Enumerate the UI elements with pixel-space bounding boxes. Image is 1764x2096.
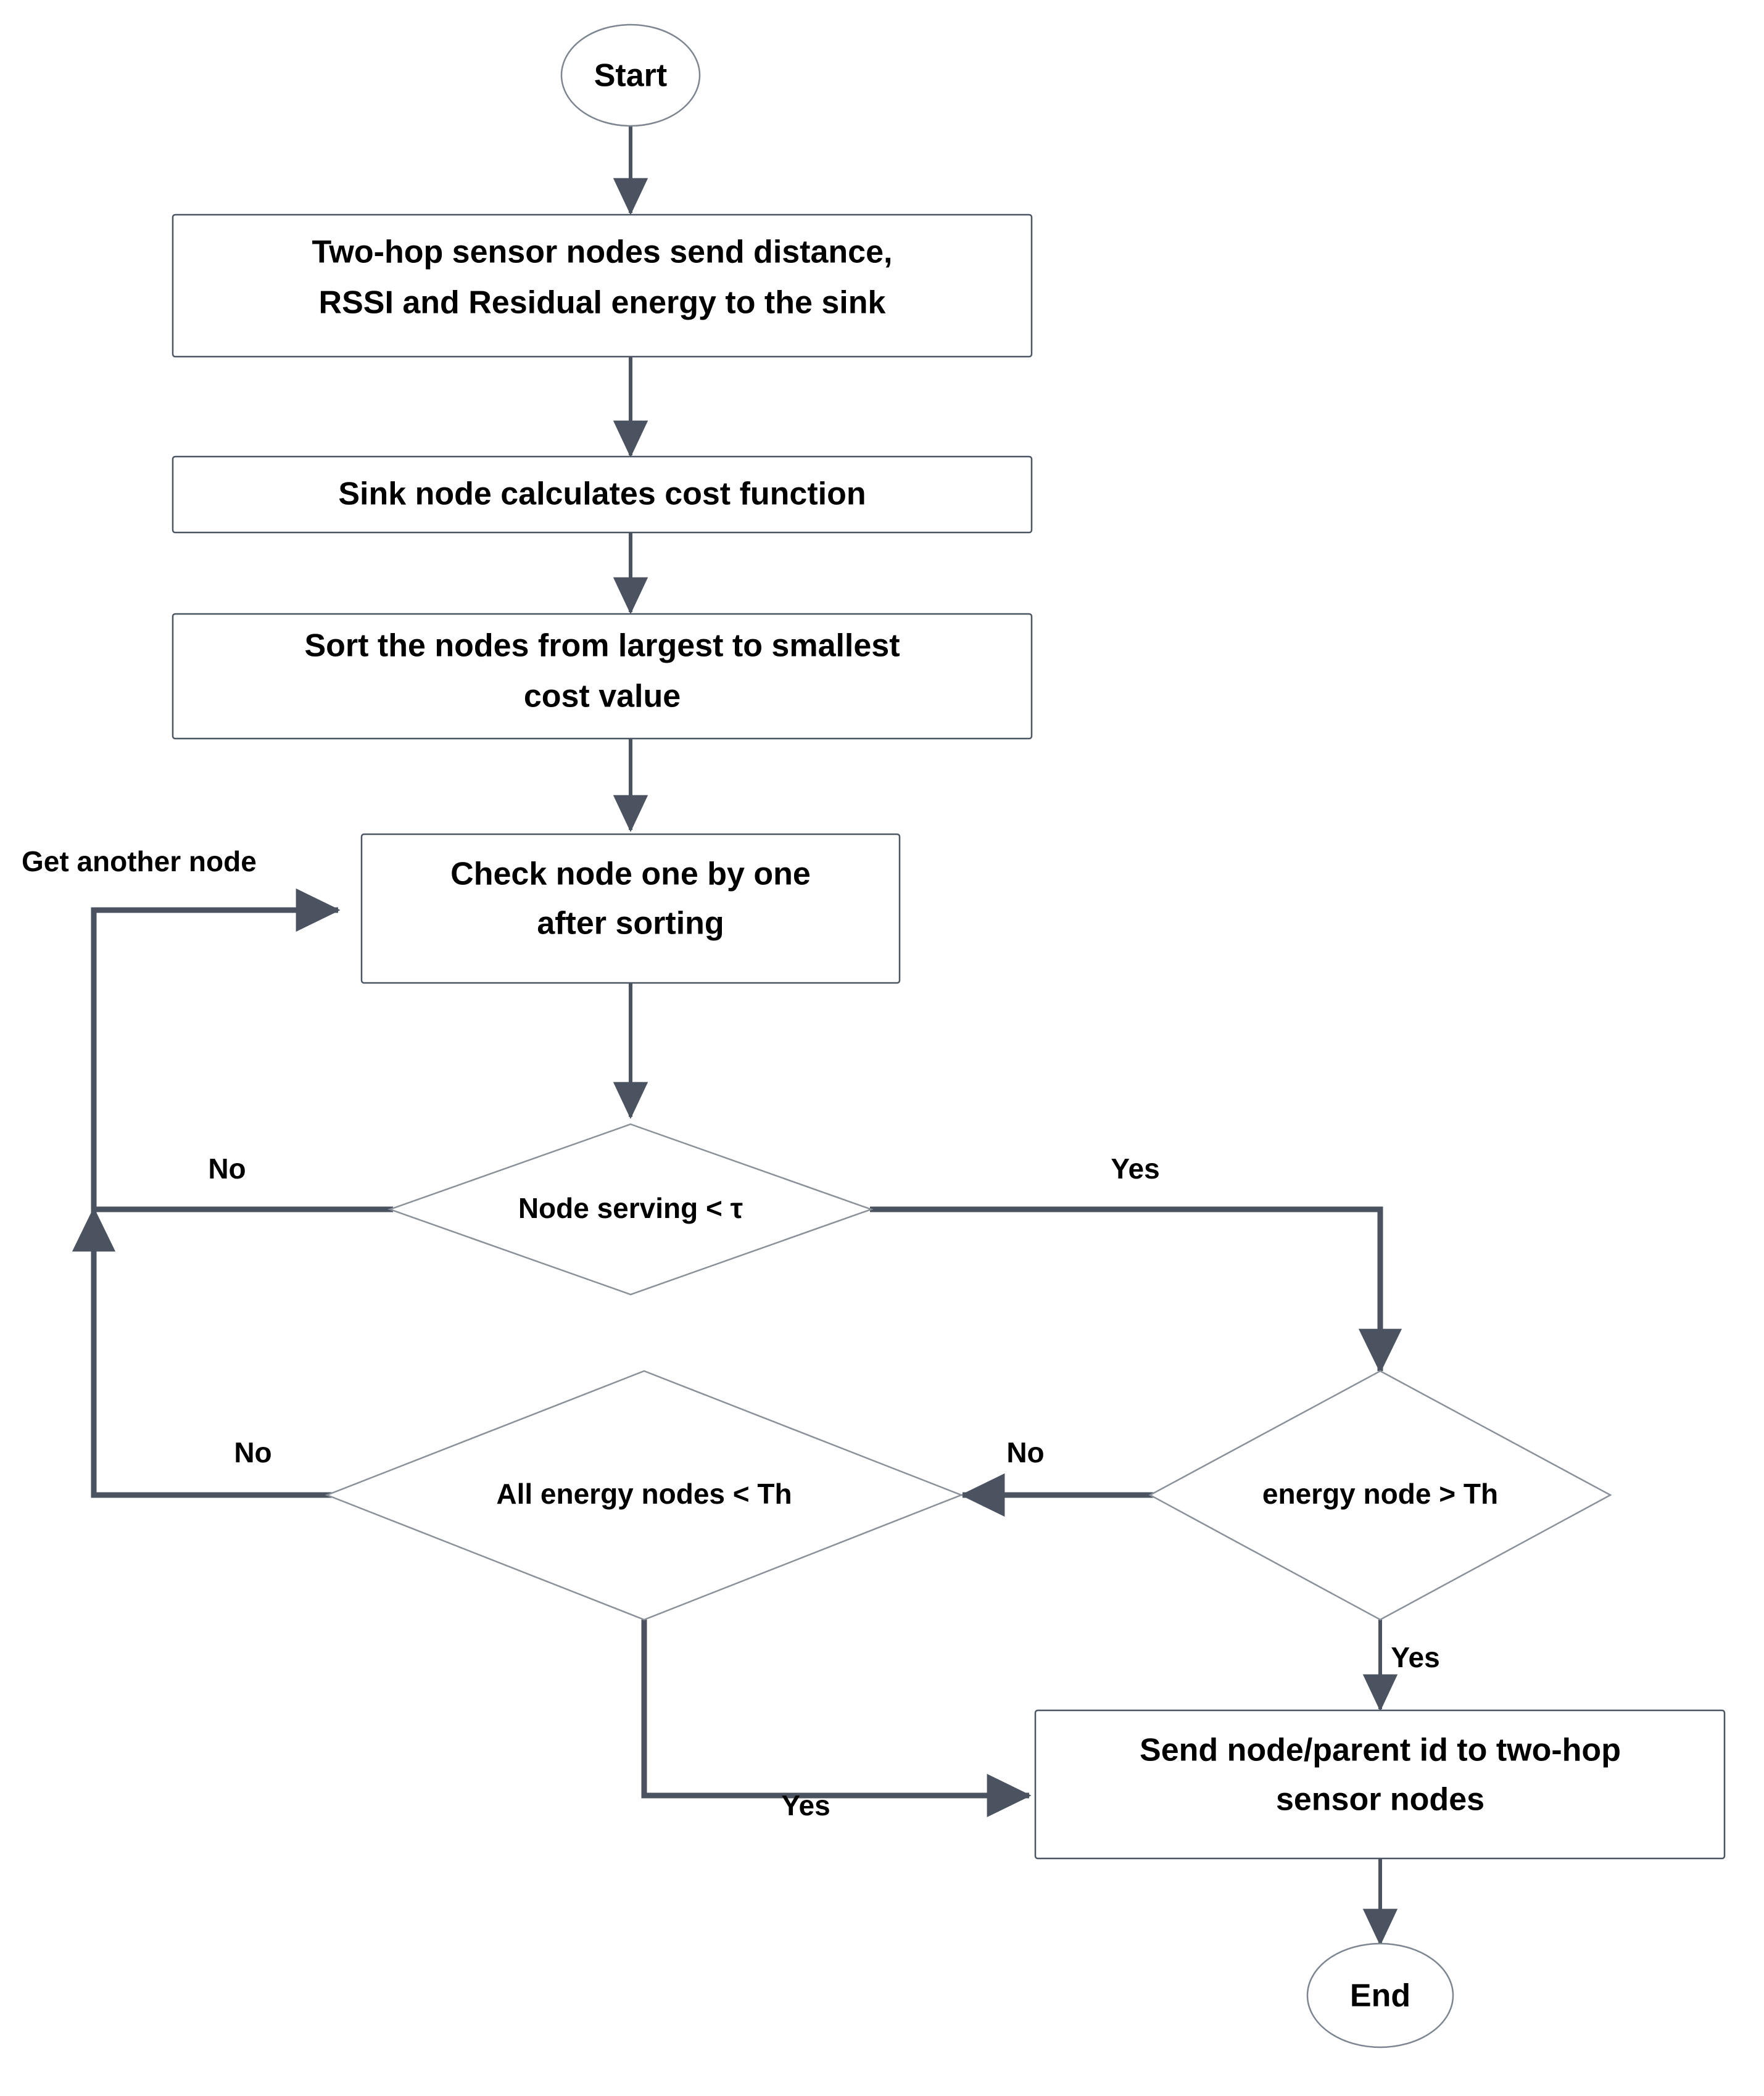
edge-all-energy-yes-to-send-parent-id bbox=[641, 1620, 1032, 1818]
edge-loop-back-to-check-node bbox=[91, 888, 341, 1228]
edge-node-serving-yes-to-energy-node bbox=[870, 1206, 1402, 1373]
node-cost-function[interactable]: Sink node calculates cost function bbox=[172, 455, 1033, 534]
node-send-parent-id[interactable]: Send node/parent id to two-hop sensor no… bbox=[1034, 1709, 1726, 1860]
node-check-node[interactable]: Check node one by one after sorting bbox=[360, 833, 901, 984]
check-node-line2: after sorting bbox=[537, 906, 724, 942]
energy-node-diamond bbox=[1148, 1370, 1612, 1621]
send-metrics-line2: RSSI and Residual energy to the sink bbox=[319, 285, 886, 321]
edge-label-energy-node-no: No bbox=[1006, 1436, 1044, 1468]
node-sort-nodes[interactable]: Sort the nodes from largest to smallest … bbox=[172, 613, 1033, 740]
node-all-energy-nodes[interactable]: All energy nodes < Th bbox=[325, 1370, 964, 1621]
node-node-serving[interactable]: Node serving < τ bbox=[387, 1123, 874, 1296]
node-serving-diamond bbox=[387, 1123, 874, 1296]
edge-label-all-energy-yes: Yes bbox=[781, 1789, 830, 1821]
send-parent-id-line2: sensor nodes bbox=[1276, 1782, 1484, 1818]
send-parent-id-box bbox=[1034, 1709, 1726, 1860]
all-energy-nodes-diamond bbox=[325, 1370, 964, 1621]
check-node-line1: Check node one by one bbox=[450, 856, 811, 892]
end-oval bbox=[1306, 1942, 1454, 2048]
node-start[interactable]: Start bbox=[560, 23, 701, 127]
edge-label-energy-node-yes: Yes bbox=[1391, 1641, 1439, 1673]
send-metrics-line1: Two-hop sensor nodes send distance, bbox=[312, 234, 893, 270]
cost-function-label: Sink node calculates cost function bbox=[338, 476, 866, 512]
node-end[interactable]: End bbox=[1306, 1942, 1454, 2048]
end-label: End bbox=[1350, 1978, 1410, 2014]
node-energy-node[interactable]: energy node > Th bbox=[1148, 1370, 1612, 1621]
node-send-metrics[interactable]: Two-hop sensor nodes send distance, RSSI… bbox=[172, 213, 1033, 358]
start-label: Start bbox=[594, 58, 667, 94]
edge-label-node-serving-no: No bbox=[208, 1153, 246, 1185]
cost-function-box bbox=[172, 455, 1033, 534]
sort-nodes-box bbox=[172, 613, 1033, 740]
edge-label-all-energy-no: No bbox=[234, 1436, 271, 1468]
edge-label-get-another-node: Get another node bbox=[22, 845, 257, 877]
check-node-box bbox=[360, 833, 901, 984]
all-energy-nodes-label: All energy nodes < Th bbox=[496, 1478, 792, 1510]
edge-label-node-serving-yes: Yes bbox=[1111, 1153, 1159, 1185]
node-serving-label: Node serving < τ bbox=[518, 1192, 743, 1224]
send-parent-id-line1: Send node/parent id to two-hop bbox=[1140, 1733, 1621, 1768]
start-oval bbox=[560, 23, 701, 127]
edge-all-energy-no-to-left-rail bbox=[91, 1234, 335, 1498]
send-metrics-box bbox=[172, 213, 1033, 358]
sort-nodes-line1: Sort the nodes from largest to smallest bbox=[304, 628, 900, 664]
energy-node-label: energy node > Th bbox=[1262, 1478, 1498, 1510]
sort-nodes-line2: cost value bbox=[524, 679, 681, 715]
